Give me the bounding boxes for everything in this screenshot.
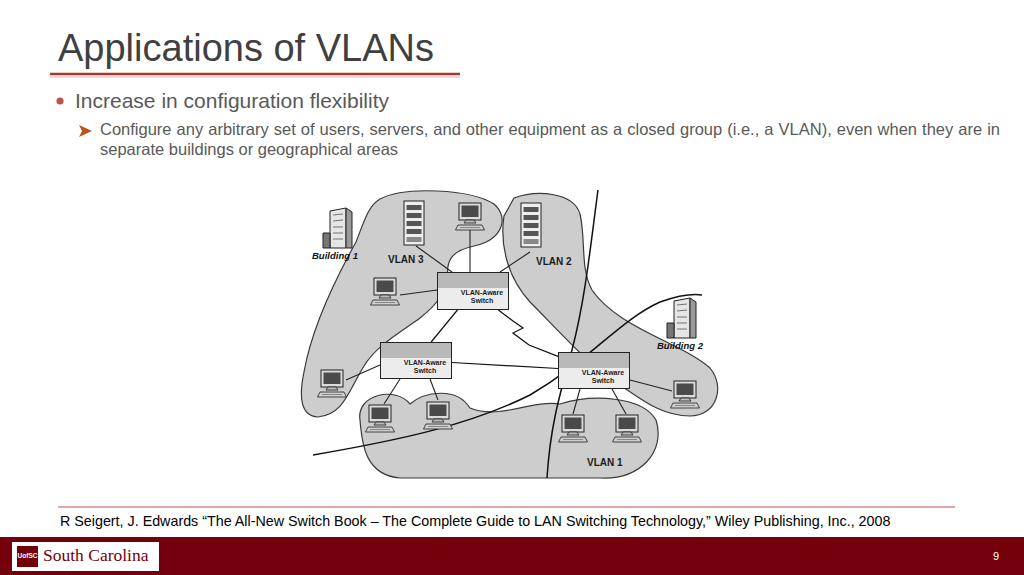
arrow-bullet [79, 125, 92, 137]
vlan-region: VLAN 1 [352, 382, 668, 482]
citation: R Seigert, J. Edwards “The All-New Switc… [60, 513, 890, 530]
logo-wordmark: South Carolina [43, 545, 148, 566]
logo-mark: UofSC [17, 552, 38, 560]
vlan-switch: VLAN-Aware Switch [558, 352, 630, 389]
title-underline-shadow [50, 77, 460, 78]
switch-label: VLAN-Aware Switch [401, 359, 449, 375]
switch-link [498, 310, 558, 356]
logo-square [17, 546, 38, 567]
switch-link [431, 310, 457, 342]
title-underline [50, 73, 460, 76]
building-label: Building 2 [657, 340, 703, 351]
sub-bullet-text: Configure any arbitrary set of users, se… [100, 119, 1000, 159]
building-icon [667, 298, 696, 338]
vlan-name: VLAN 3 [388, 254, 424, 265]
vlan-name: VLAN 1 [587, 457, 623, 468]
bullet-text: Increase in configuration flexibility [75, 88, 389, 113]
vlan-outline-path [360, 393, 658, 478]
slide-title: Applications of VLANs [58, 27, 434, 70]
vlan-switch: VLAN-Aware Switch [380, 342, 452, 379]
footer-band [0, 537, 1024, 575]
building-icon [323, 208, 352, 248]
building-label: Building 1 [312, 250, 358, 261]
switch-link [452, 363, 558, 369]
page-number: 9 [993, 550, 999, 563]
switch-label: VLAN-Aware Switch [579, 369, 627, 385]
switch-label: VLAN-Aware Switch [458, 289, 506, 305]
citation-rule [58, 507, 955, 508]
vlan-name: VLAN 2 [536, 256, 572, 267]
logo-plate [12, 542, 159, 571]
vlan-switch: VLAN-Aware Switch [437, 272, 509, 310]
vlan-outline-path [503, 193, 718, 416]
bullet-dot [56, 97, 63, 104]
